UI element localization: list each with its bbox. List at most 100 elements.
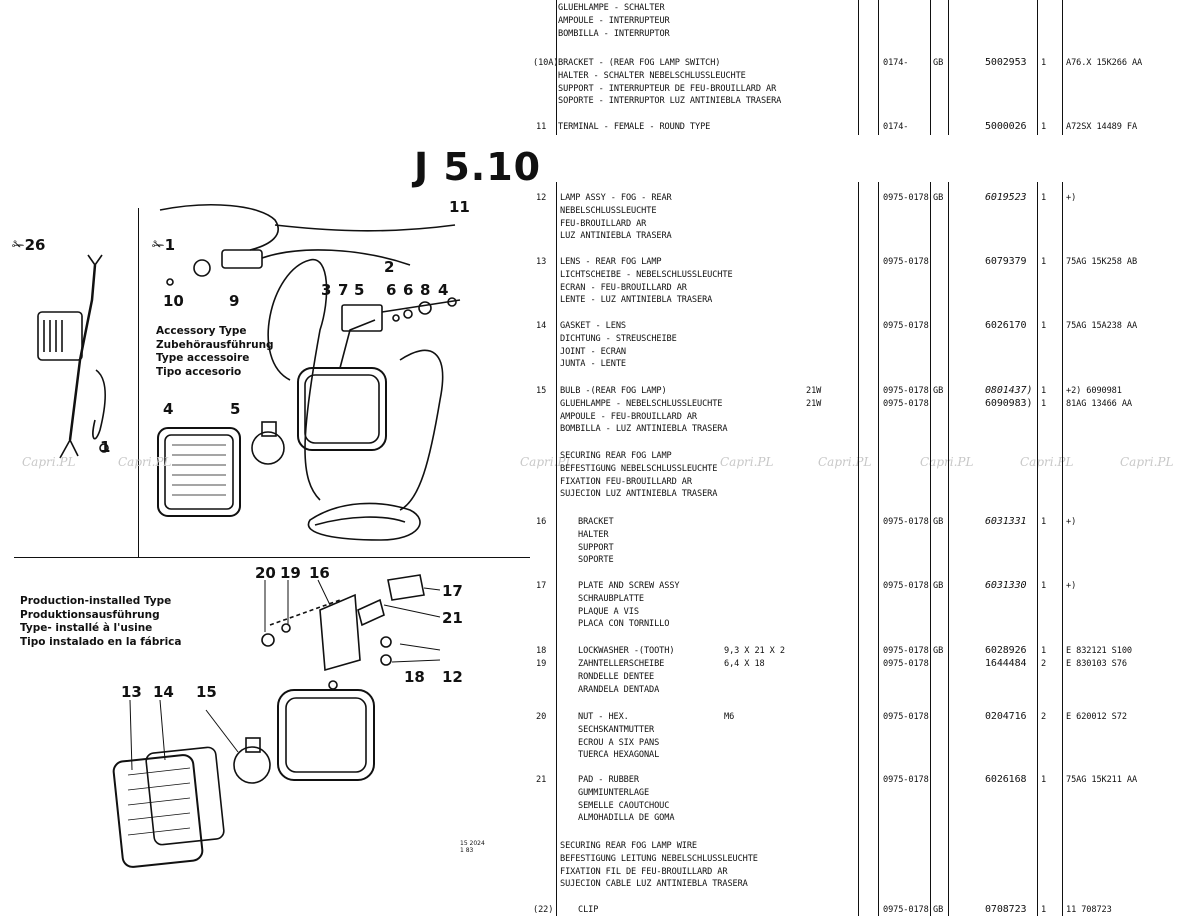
table-row: GASKET - LENS DICHTUNG - STREUSCHEIBE JO… (560, 320, 677, 371)
description-line: LUZ ANTINIEBLA TRASERA (560, 231, 672, 242)
callout-8: 8 (420, 281, 431, 299)
description-line: SECURING REAR FOG LAMP (560, 451, 672, 461)
production-type-label: Production-installed Type Produktionsaus… (20, 595, 182, 649)
engineering-number: 75AG 15K211 AA (1066, 775, 1138, 785)
quantity: 1 (1041, 399, 1047, 409)
callout-15: 15 (196, 683, 217, 701)
ref-number: (22) (533, 905, 554, 915)
description-line: ECRAN - FEU-BROUILLARD AR (560, 282, 687, 293)
callout-19: 19 (280, 564, 301, 582)
callout-17: 17 (442, 582, 463, 600)
ref-number: (10A) (533, 58, 559, 68)
callout-2: 2 (384, 258, 395, 276)
ref-number: 14 (536, 321, 547, 331)
ref-number: 13 (536, 257, 547, 267)
column-rule (1062, 0, 1063, 135)
quantity: 1 (1041, 122, 1047, 132)
wattage: 21W (806, 399, 822, 409)
description-line: HALTER (578, 529, 609, 540)
description-line: FIXATION FEU-BROUILLARD AR (560, 476, 692, 487)
description-line: GLUEHLAMPE - NEBELSCHLUSSLEUCHTE (560, 398, 723, 409)
column-rule (948, 182, 949, 916)
callout-10: 10 (163, 292, 184, 310)
date-range: 0975-0178 (883, 581, 929, 591)
date-range: 0975-0178 (883, 712, 929, 722)
part-number: 0204716 (985, 711, 1027, 722)
table-row: PAD - RUBBER GUMMIUNTERLAGE SEMELLE CAOU… (578, 774, 675, 825)
production-type-de: Produktionsausführung (20, 608, 160, 621)
callout-5b: 5 (230, 400, 241, 418)
description-line: BEFESTIGUNG NEBELSCHLUSSLEUCHTE (560, 463, 718, 474)
engineering-number: A76.X 15K266 AA (1066, 58, 1143, 68)
part-number: 6090983) (985, 398, 1033, 409)
callout-5a: 5 (354, 281, 365, 299)
description-line: AMPOULE - FEU-BROUILLARD AR (560, 411, 697, 422)
section-heading: SECURING REAR FOG LAMP WIRE BEFESTIGUNG … (560, 840, 758, 891)
table-row: TERMINAL - FEMALE - ROUND TYPE (558, 121, 710, 134)
watermark: Capri.PL (1020, 455, 1074, 469)
description-line: LENS - REAR FOG LAMP (560, 257, 662, 267)
quantity: 1 (1041, 581, 1047, 591)
ref-number: 16 (536, 517, 547, 527)
watermark: Capri.PL (22, 455, 76, 469)
part-number: 6079379 (985, 256, 1027, 267)
market-code: GB (933, 905, 944, 915)
part-number: 6031331 (985, 516, 1027, 527)
engineering-number: 75AG 15A238 AA (1066, 321, 1138, 331)
part-number: 6019523 (985, 192, 1027, 203)
description-line: ALMOHADILLA DE GOMA (578, 813, 675, 824)
watermark: Capri.PL (720, 455, 774, 469)
table-row: CLIP (578, 904, 598, 917)
quantity: 1 (1041, 775, 1047, 785)
description-line: BEFESTIGUNG LEITUNG NEBELSCHLUSSLEUCHTE (560, 853, 758, 864)
accessory-type-de: Zubehörausführung (156, 338, 274, 351)
column-rule (556, 0, 557, 135)
description-line: GLUEHLAMPE - SCHALTER (558, 3, 665, 13)
accessory-type-es: Tipo accesorio (156, 365, 242, 378)
column-rule (878, 0, 879, 135)
engineering-number: 75AG 15K258 AB (1066, 257, 1138, 267)
description-line: SOPORTE - INTERRUPTOR LUZ ANTINIEBLA TRA… (558, 96, 782, 107)
description-line: PAD - RUBBER (578, 775, 639, 785)
quantity: 1 (1041, 386, 1047, 396)
market-code: GB (933, 517, 944, 527)
part-number: 6031330 (985, 580, 1027, 591)
callout-12: 12 (442, 668, 463, 686)
description-line: SUPPORT - INTERRUPTEUR DE FEU-BROUILLARD… (558, 83, 777, 94)
ref-number: 11 (536, 122, 547, 132)
callout-6a: 6 (386, 281, 397, 299)
engineering-number: +) (1066, 581, 1077, 591)
description-line: TUERCA HEXAGONAL (578, 750, 660, 761)
ref-number: 12 (536, 193, 547, 203)
description-line: BRACKET - (REAR FOG LAMP SWITCH) (558, 58, 721, 68)
description-line: SEMELLE CAOUTCHOUC (578, 800, 670, 811)
variant-b-marker: ✁1 (152, 236, 176, 254)
description-line: JOINT - ECRAN (560, 346, 626, 357)
engineering-number: A72SX 14489 FA (1066, 122, 1138, 132)
callout-6b: 6 (403, 281, 414, 299)
ref-number: 19 (536, 659, 547, 669)
description-line: JUNTA - LENTE (560, 359, 626, 370)
quantity: 1 (1041, 321, 1047, 331)
description-line: LICHTSCHEIBE - NEBELSCHLUSSLEUCHTE (560, 269, 733, 280)
column-rule (556, 182, 557, 916)
engineering-number: +2) 6090981 (1066, 386, 1122, 396)
engineering-number: +) (1066, 193, 1077, 203)
column-rule (930, 0, 931, 135)
engineering-number: 81AG 13466 AA (1066, 399, 1132, 409)
description-line: SCHRAUBPLATTE (578, 593, 644, 604)
accessory-type-en: Accessory Type (156, 325, 247, 337)
callout-16: 16 (309, 564, 330, 582)
engineering-number: +) (1066, 517, 1077, 527)
description-line: SUJECION CABLE LUZ ANTINIEBLA TRASERA (560, 879, 748, 890)
description-line: BOMBILLA - INTERRUPTOR (558, 28, 670, 39)
date-range: 0975-0178 (883, 646, 929, 656)
callout-18: 18 (404, 668, 425, 686)
callout-20: 20 (255, 564, 276, 582)
ref-number: 21 (536, 775, 547, 785)
section-heading: SECURING REAR FOG LAMP BEFESTIGUNG NEBEL… (560, 450, 717, 501)
quantity: 1 (1041, 646, 1047, 656)
description-line: LAMP ASSY - FOG - REAR (560, 193, 672, 203)
column-rule (878, 182, 879, 916)
